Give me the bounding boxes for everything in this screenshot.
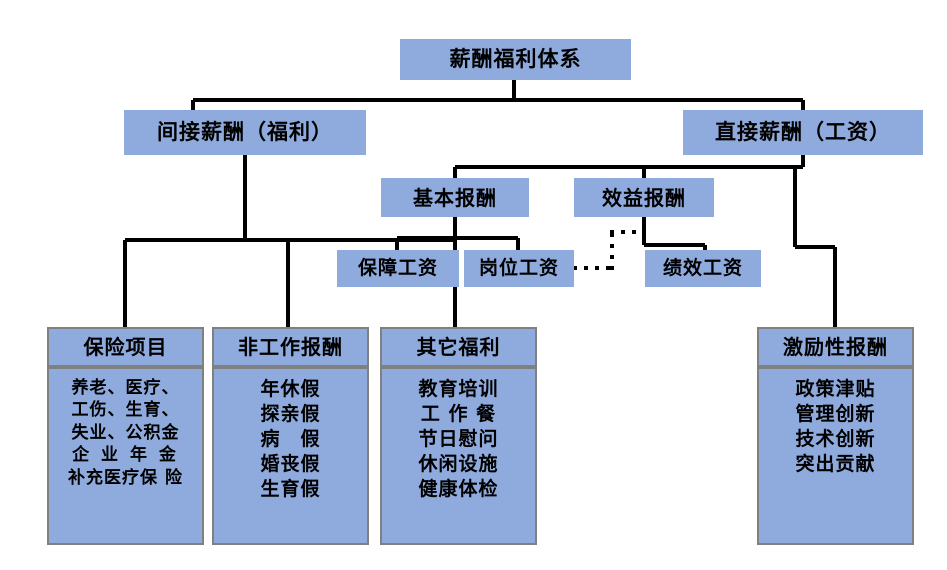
list-item: 教育培训 (418, 378, 499, 400)
node-basic-compensation[interactable]: 基本报酬 (381, 178, 529, 217)
list-item: 病 假 (260, 428, 321, 451)
group-body-other-benefits: 教育培训 工 作 餐 节日慰问 休闲设施 健康体检 (380, 367, 537, 545)
node-guarantee-wage-label: 保障工资 (357, 257, 438, 280)
node-performance-wage[interactable]: 绩效工资 (645, 250, 761, 287)
group-header-incentive-pay[interactable]: 激励性报酬 (757, 327, 914, 367)
node-basic-compensation-label: 基本报酬 (413, 185, 497, 210)
list-item: 工 作 餐 (420, 403, 497, 426)
list-item: 技术创新 (795, 428, 876, 451)
list-item: 年休假 (260, 378, 321, 400)
list-item: 工伤、生育、 (71, 400, 180, 421)
group-header-incentive-pay-label: 激励性报酬 (783, 335, 888, 359)
group-header-insurance[interactable]: 保险项目 (47, 327, 204, 367)
list-item: 探亲假 (260, 403, 321, 426)
node-indirect-compensation[interactable]: 间接薪酬（福利） (124, 110, 366, 155)
node-guarantee-wage[interactable]: 保障工资 (337, 250, 459, 287)
group-header-non-work-pay[interactable]: 非工作报酬 (212, 327, 369, 367)
group-body-non-work-pay: 年休假 探亲假 病 假 婚丧假 生育假 (212, 367, 369, 545)
dotted-connector-post-wage-to-benefit (573, 230, 646, 270)
list-item: 失业、公积金 (71, 422, 180, 443)
node-benefit-compensation[interactable]: 效益报酬 (574, 178, 714, 217)
group-body-incentive-pay: 政策津贴 管理创新 技术创新 突出贡献 (757, 367, 914, 545)
node-root-label: 薪酬福利体系 (449, 46, 582, 71)
node-benefit-compensation-label: 效益报酬 (602, 185, 686, 210)
group-body-insurance: 养老、医疗、 工伤、生育、 失业、公积金 企 业 年 金 补充医疗保 险 (47, 367, 204, 545)
list-item: 健康体检 (418, 478, 499, 501)
list-item: 休闲设施 (418, 453, 499, 476)
list-item: 生育假 (260, 478, 321, 501)
list-item: 管理创新 (795, 403, 876, 426)
node-post-wage[interactable]: 岗位工资 (464, 250, 574, 287)
node-post-wage-label: 岗位工资 (478, 257, 559, 280)
list-item: 企 业 年 金 (72, 445, 179, 466)
node-root[interactable]: 薪酬福利体系 (400, 39, 631, 80)
group-header-other-benefits-label: 其它福利 (416, 335, 501, 359)
node-indirect-compensation-label: 间接薪酬（福利） (157, 119, 333, 144)
list-item: 政策津贴 (795, 378, 876, 400)
group-header-insurance-label: 保险项目 (83, 335, 168, 359)
list-item: 突出贡献 (795, 453, 876, 476)
node-performance-wage-label: 绩效工资 (662, 257, 743, 280)
list-item: 补充医疗保 险 (68, 467, 183, 488)
group-header-other-benefits[interactable]: 其它福利 (380, 327, 537, 367)
node-direct-compensation[interactable]: 直接薪酬（工资） (683, 110, 923, 155)
list-item: 养老、医疗、 (71, 378, 180, 398)
group-header-non-work-pay-label: 非工作报酬 (238, 335, 343, 359)
node-direct-compensation-label: 直接薪酬（工资） (715, 119, 891, 144)
list-item: 节日慰问 (418, 428, 499, 451)
list-item: 婚丧假 (260, 453, 321, 476)
